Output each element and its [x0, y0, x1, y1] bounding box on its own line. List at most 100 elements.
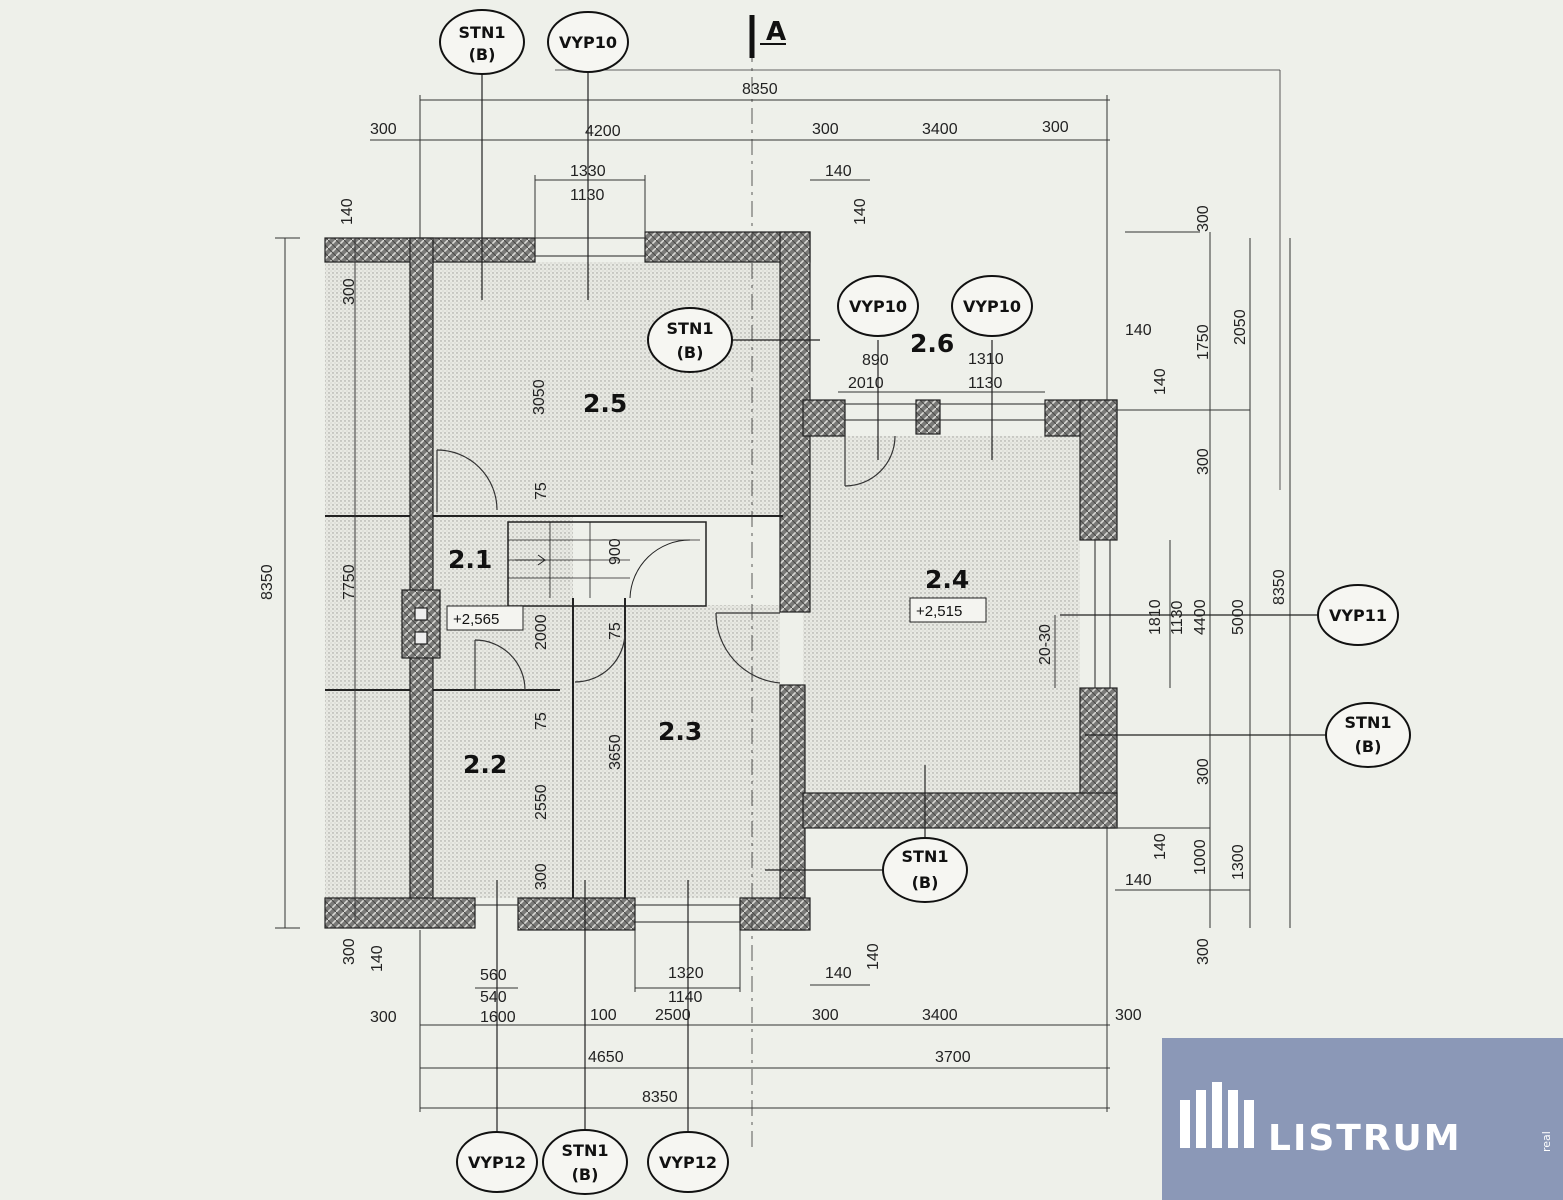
section-marker: A: [749, 15, 786, 58]
dim-left-300-bot: 300: [341, 938, 358, 965]
room-label-2-5: 2.5: [583, 389, 627, 418]
tag-stn1-mid: STN1: [902, 847, 949, 866]
flue-2: [414, 631, 428, 645]
dim-right-140-b: 140: [1152, 368, 1169, 395]
wall-mid-lower: [779, 684, 806, 931]
dim-left-8350: 8350: [259, 564, 276, 600]
section-label: A: [766, 17, 786, 47]
dim-top-3400: 3400: [922, 121, 958, 138]
room-label-2-6: 2.6: [910, 329, 954, 358]
door-swings: [436, 435, 896, 691]
logo-suffix: real: [1540, 1131, 1553, 1152]
dim-int-75-c: 75: [533, 712, 550, 730]
dim-top-300-right: 300: [1042, 119, 1069, 136]
dim-int-900: 900: [607, 538, 624, 565]
dim-right-20-30: 20-30: [1037, 624, 1054, 665]
tag-vyp12-right: VYP12: [659, 1153, 717, 1172]
dim-right-5000: 5000: [1230, 599, 1247, 635]
dim-bot-4650: 4650: [588, 1049, 624, 1066]
dim-bot-300-b: 300: [812, 1007, 839, 1024]
leader-lines: [481, 72, 1328, 1132]
dim-int-75-b: 75: [607, 622, 624, 640]
dim-left-300-top: 300: [341, 278, 358, 305]
room-2-3-fill: [573, 605, 780, 898]
tag-stn1-bottom: STN1: [562, 1141, 609, 1160]
dim-left-7750: 7750: [341, 564, 358, 600]
dim-left-140-bot: 140: [369, 945, 386, 972]
dim-top-1130: 1130: [570, 187, 605, 204]
tag-stn1-bottom-sub: (B): [572, 1165, 599, 1184]
wall-room24-bottom: [802, 792, 1118, 829]
tag-stn1-mid-sub: (B): [912, 873, 939, 892]
dim-top-1330: 1330: [570, 163, 606, 180]
dim-win-1310: 1310: [968, 351, 1004, 368]
dim-right-300-top: 300: [1195, 205, 1212, 232]
dim-bot-8350: 8350: [642, 1089, 678, 1106]
dim-win-890: 890: [862, 352, 889, 369]
dim-top-300-mid: 300: [812, 121, 839, 138]
dim-win-1130: 1130: [968, 375, 1003, 392]
dim-right-1810: 1810: [1147, 599, 1164, 635]
dim-win-2010: 2010: [848, 375, 884, 392]
dim-int-75-a: 75: [533, 482, 550, 500]
dim-bot-1140: 1140: [668, 989, 703, 1006]
wall-bottom-b: [517, 897, 636, 931]
dimension-labels: 8350 300 4200 300 3400 300 1330 1130 140…: [259, 81, 1288, 1106]
chimney-block: [401, 589, 441, 659]
dim-int-300-bot: 300: [533, 863, 550, 890]
dim-top-140-b: 140: [852, 198, 869, 225]
room-2-1-fill: [433, 516, 573, 690]
dim-bot-100: 100: [590, 1007, 617, 1024]
dim-int-3050: 3050: [531, 379, 548, 415]
wall-bottom-a: [324, 897, 476, 929]
wall-right-upper: [1079, 399, 1118, 541]
dim-bot-300-a: 300: [370, 1009, 397, 1026]
walls: [324, 231, 1118, 931]
dim-int-2550: 2550: [533, 784, 550, 820]
dim-right-1130: 1130: [1169, 600, 1186, 635]
dim-right-8350: 8350: [1271, 569, 1288, 605]
tag-stn1-room25-sub: (B): [677, 343, 704, 362]
room-label-2-3: 2.3: [658, 717, 702, 746]
dim-bot-540: 540: [480, 989, 507, 1006]
room-2-5-fill: [433, 262, 783, 516]
dim-bot-1600: 1600: [480, 1009, 516, 1026]
room-2-2-fill: [433, 690, 573, 898]
dim-bot-2500: 2500: [655, 1007, 691, 1024]
dim-bot-140-a: 140: [825, 965, 852, 982]
room-label-2-4: 2.4: [925, 565, 969, 594]
dim-right-1750: 1750: [1195, 324, 1212, 360]
tag-stn1-room25: STN1: [667, 319, 714, 338]
flue-1: [414, 607, 428, 621]
room-label-2-1: 2.1: [448, 545, 492, 574]
dim-right-4400: 4400: [1192, 599, 1209, 635]
wall-left-party: [409, 237, 434, 929]
dim-right-1300: 1300: [1230, 844, 1247, 880]
neighbor-unit-fill: [325, 262, 410, 898]
tag-stn1-right-sub: (B): [1355, 737, 1382, 756]
level-markers: +2,565 +2,515: [446, 597, 987, 631]
wall-room24-topleft: [802, 399, 846, 437]
dim-int-3650: 3650: [607, 734, 624, 770]
dim-right-300-mid: 300: [1195, 448, 1212, 475]
dim-right-2050: 2050: [1232, 309, 1249, 345]
dim-right-1000: 1000: [1192, 839, 1209, 875]
dim-bot-300-c: 300: [1115, 1007, 1142, 1024]
dim-right-300-low: 300: [1195, 758, 1212, 785]
level-room-2-4: +2,515: [916, 603, 962, 620]
dim-top-300-left: 300: [370, 121, 397, 138]
tag-vyp12-left: VYP12: [468, 1153, 526, 1172]
dim-bot-140-b: 140: [865, 943, 882, 970]
wall-bottom-c: [739, 897, 811, 931]
tag-stn1-top: STN1: [459, 23, 506, 42]
level-hall: +2,565: [453, 611, 499, 628]
listrum-logo: LISTRUM real: [1162, 1038, 1563, 1200]
tag-stn1-top-sub: (B): [469, 45, 496, 64]
dimension-lines: [275, 15, 1291, 1150]
wall-window-pier: [915, 399, 941, 435]
dim-right-140-c: 140: [1152, 833, 1169, 860]
tag-vyp11: VYP11: [1329, 606, 1387, 625]
dim-bot-3400: 3400: [922, 1007, 958, 1024]
room-labels: 2.5 2.1 2.2 2.3 2.4 2.6: [448, 329, 969, 779]
